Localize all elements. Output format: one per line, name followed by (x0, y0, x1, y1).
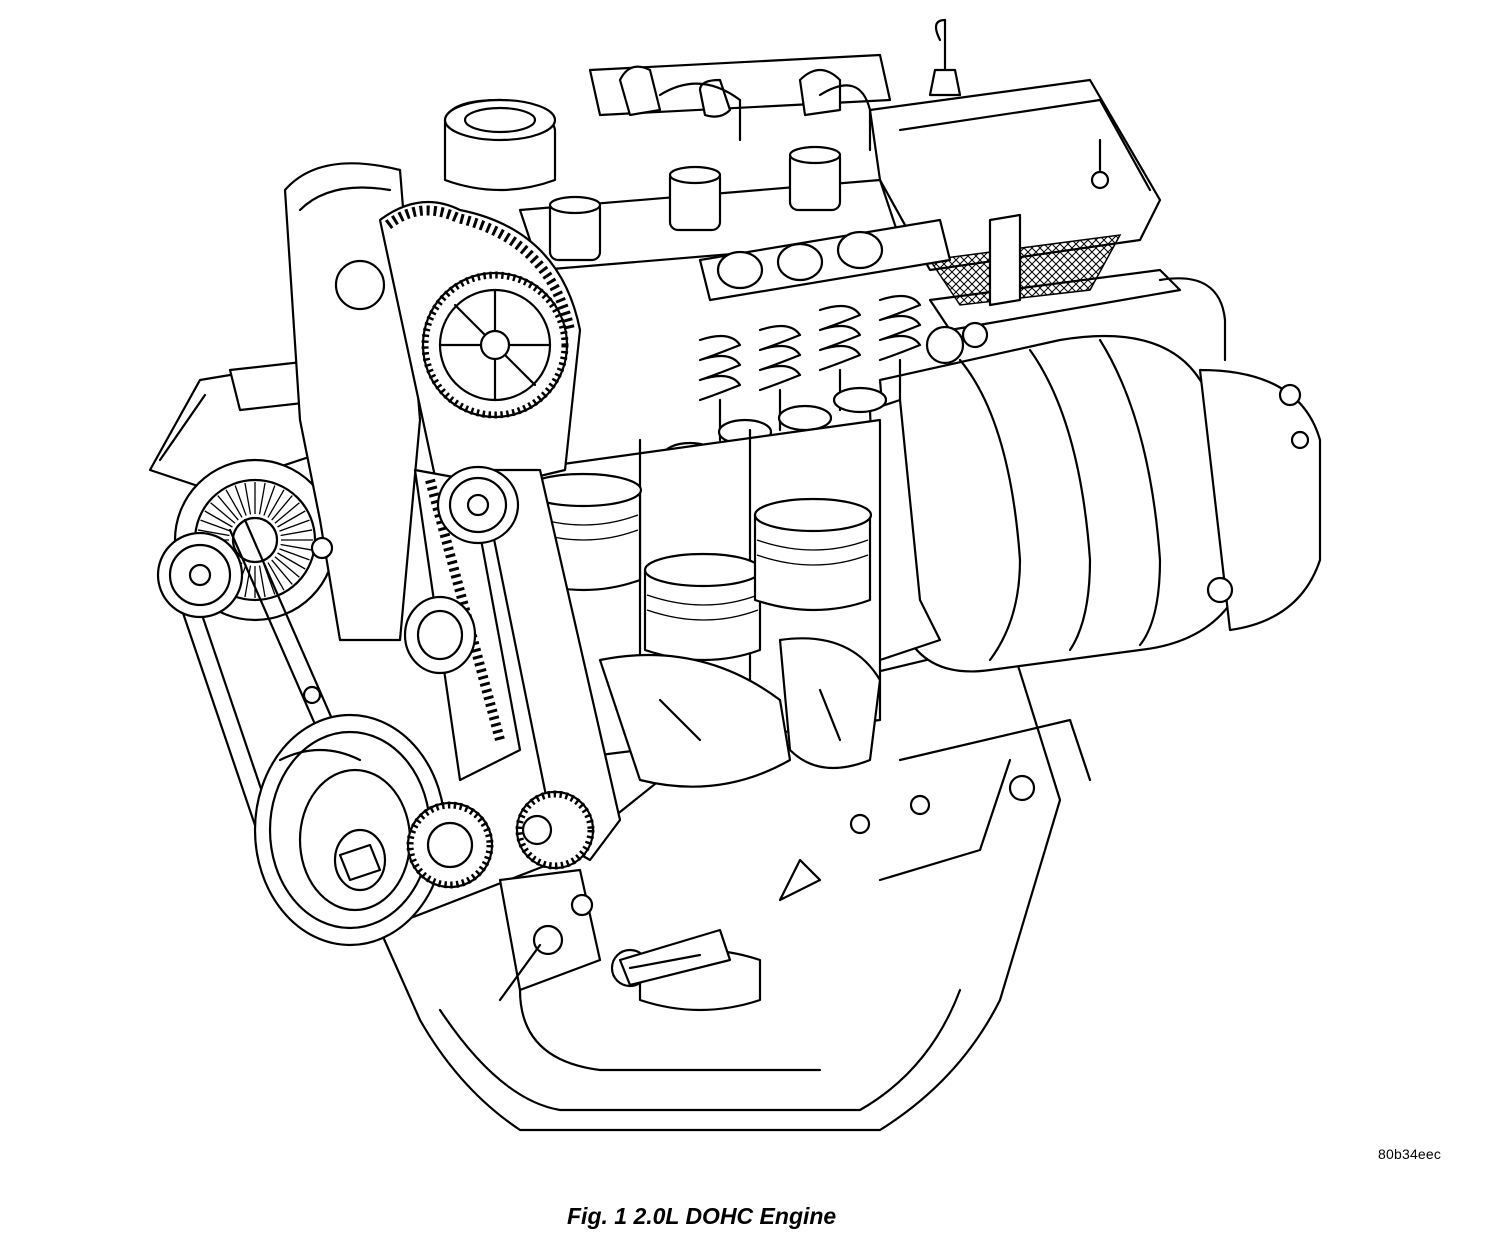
figure-caption: Fig. 1 2.0L DOHC Engine (567, 1203, 837, 1229)
crankshaft (600, 638, 880, 786)
idler-pulley (158, 533, 242, 617)
timing-belt-tensioner (405, 467, 518, 673)
crankshaft-sprocket (408, 803, 492, 887)
oil-filler-cap (445, 100, 555, 190)
oil-pan (380, 640, 1090, 1130)
crankshaft-damper (255, 715, 445, 945)
camshafts (520, 55, 950, 300)
camshaft-sprocket (423, 273, 567, 417)
intake-manifold (870, 270, 1320, 671)
timing-belt-cover (285, 163, 420, 703)
water-pump (500, 792, 730, 990)
valve-cover (870, 20, 1160, 305)
dipstick (500, 945, 700, 1000)
image-reference-code: 80b34eec (1378, 1146, 1442, 1162)
